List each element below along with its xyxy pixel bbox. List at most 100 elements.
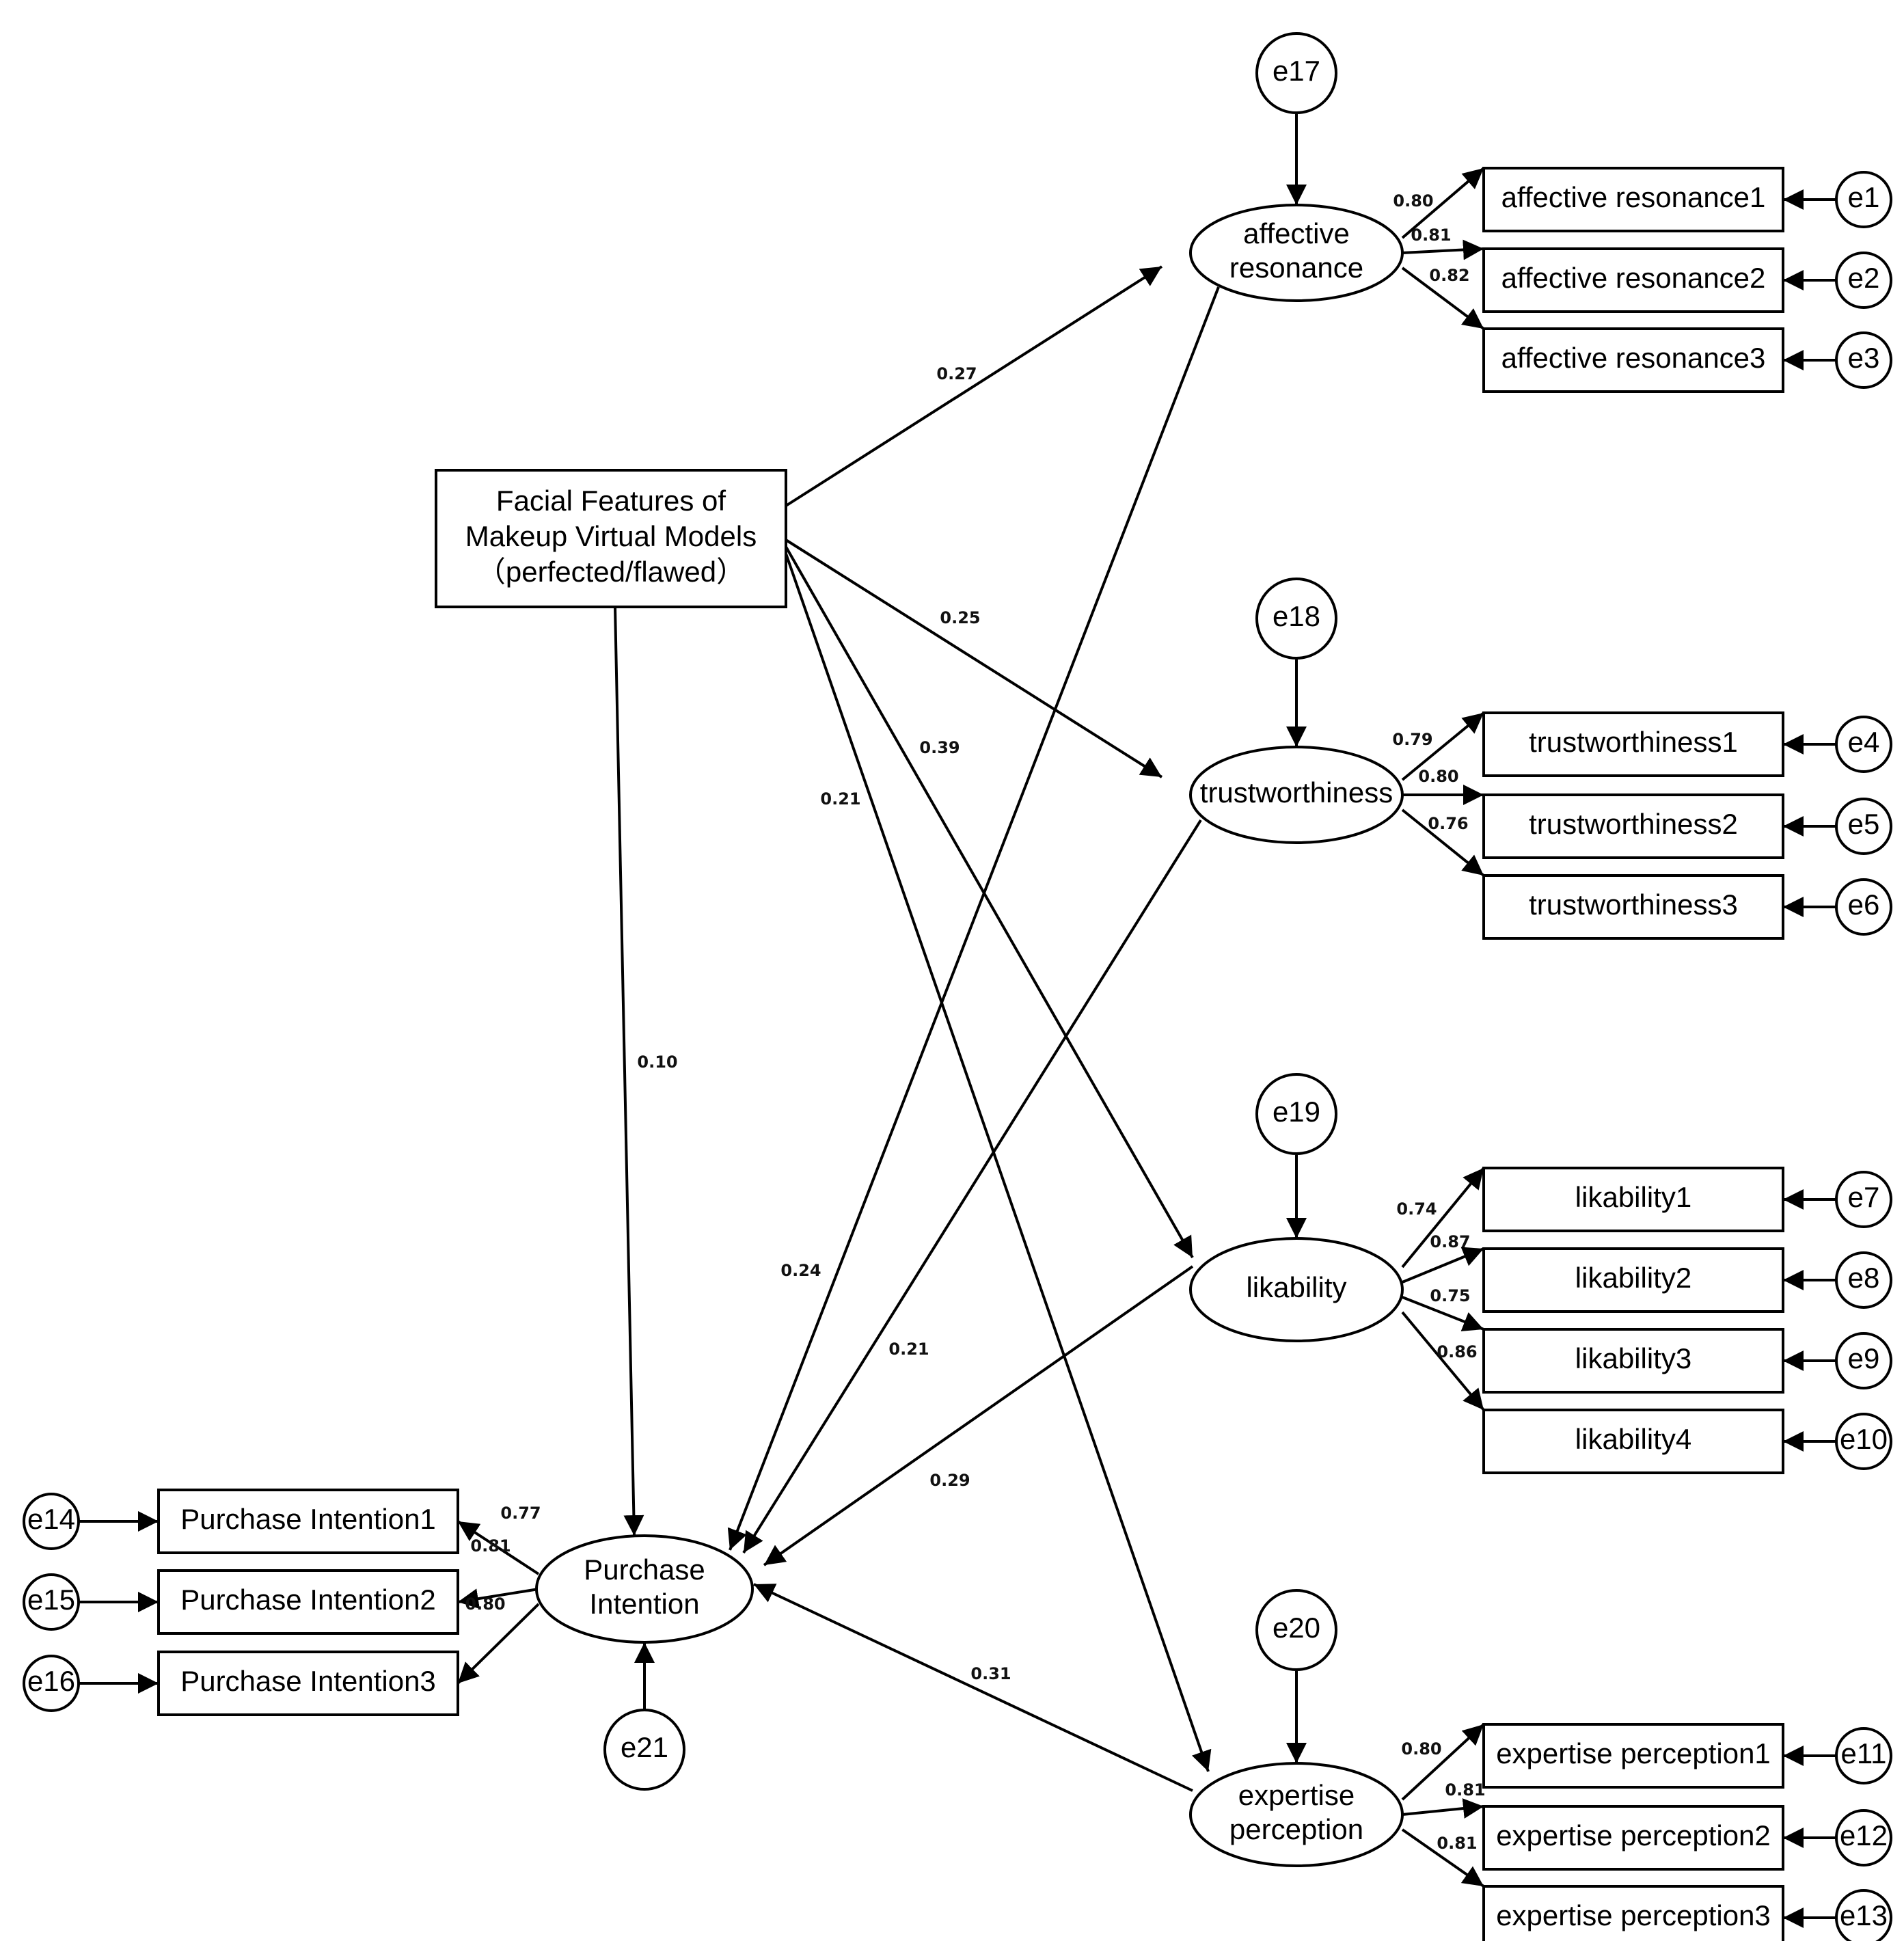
error-circle-e13-label: e13 [1840, 1899, 1888, 1931]
loading-purchase-2 [457, 1588, 539, 1610]
loading-label-affective-1: 0.80 [1393, 191, 1433, 211]
likability-latent-ellipse [1189, 1237, 1404, 1342]
trust-latent-label-line-1: trustworthiness [1200, 776, 1393, 809]
coef-facial-trust: 0.25 [940, 608, 980, 627]
error-circle-e6 [1835, 878, 1892, 936]
error-circle-e15 [23, 1573, 80, 1631]
loading-trust-3 [1401, 809, 1485, 877]
error-circle-e14 [23, 1493, 80, 1550]
error-circle-e7-label: e7 [1848, 1181, 1880, 1213]
likability-indicator-box-2 [1482, 1247, 1784, 1313]
purchase-indicator-label-2: Purchase Intention2 [180, 1584, 436, 1616]
purchase-latent-ellipse [535, 1534, 754, 1644]
residual-circle-e20 [1255, 1589, 1337, 1671]
error-circle-e3-label: e3 [1848, 342, 1880, 374]
expertise-indicator-box-3 [1482, 1885, 1784, 1941]
purchase-indicator-box-1 [157, 1489, 459, 1554]
error-circle-e9-label: e9 [1848, 1342, 1880, 1374]
likability-indicator-box-3 [1482, 1328, 1784, 1394]
likability-indicator-label-4: likability4 [1575, 1423, 1691, 1455]
error-circle-e5 [1835, 798, 1892, 855]
coef-facial-likability: 0.39 [919, 738, 960, 757]
error-circle-e2 [1835, 252, 1892, 309]
path-facial-expertise [785, 553, 1212, 1772]
error-circle-e1-label: e1 [1848, 181, 1880, 213]
residual-circle-e19-label: e19 [1273, 1096, 1320, 1128]
error-circle-e5-label: e5 [1848, 808, 1880, 840]
loading-label-trust-2: 0.80 [1418, 767, 1458, 786]
affective-indicator-label-2: affective resonance2 [1501, 262, 1766, 294]
path-trust-purchase [742, 819, 1202, 1554]
loading-label-affective-2: 0.81 [1411, 226, 1451, 245]
coef-likability-purchase: 0.29 [929, 1471, 970, 1490]
loading-purchase-1 [457, 1520, 540, 1575]
loading-label-purchase-2: 0.81 [470, 1536, 511, 1556]
coef-facial-purchase: 0.10 [637, 1053, 677, 1072]
error-circle-e11 [1835, 1727, 1892, 1784]
error-circle-e15-label: e15 [27, 1584, 75, 1616]
loading-likability-1 [1401, 1167, 1485, 1268]
affective-indicator-box-1 [1482, 167, 1784, 232]
purchase-indicator-label-3: Purchase Intention3 [180, 1665, 436, 1697]
path-facial-likability [785, 546, 1194, 1258]
residual-circle-e18 [1255, 578, 1337, 660]
expertise-latent-ellipse [1189, 1762, 1404, 1867]
loading-affective-1 [1401, 167, 1485, 239]
purchase-latent-label-line-1: Purchase [584, 1553, 705, 1586]
affective-latent-label-line-1: affective [1243, 217, 1350, 249]
likability-indicator-box-4 [1482, 1409, 1784, 1474]
error-circle-e13 [1835, 1889, 1892, 1941]
error-circle-e1 [1835, 171, 1892, 228]
affective-indicator-box-2 [1482, 247, 1784, 313]
error-circle-e7 [1835, 1171, 1892, 1228]
likability-indicator-label-1: likability1 [1575, 1181, 1691, 1213]
purchase-latent-label-line-2: Intention [589, 1588, 699, 1620]
path-affective-purchase [727, 286, 1220, 1551]
residual-circle-e18-label: e18 [1273, 600, 1320, 632]
facial-features-label-line-1: Facial Features of [496, 485, 726, 517]
trust-indicator-label-1: trustworthiness1 [1529, 726, 1738, 758]
expertise-indicator-label-2: expertise perception2 [1496, 1819, 1771, 1851]
trust-indicator-label-3: trustworthiness3 [1529, 888, 1738, 921]
residual-circle-e17-label: e17 [1273, 55, 1320, 87]
error-circle-e8-label: e8 [1848, 1262, 1880, 1294]
coef-facial-expertise: 0.21 [820, 789, 860, 809]
likability-indicator-label-2: likability2 [1575, 1262, 1691, 1294]
facial-features-box [435, 469, 787, 608]
purchase-indicator-box-2 [157, 1569, 459, 1635]
loading-expertise-2 [1402, 1798, 1484, 1819]
expertise-indicator-label-1: expertise perception1 [1496, 1737, 1771, 1769]
residual-circle-e20-label: e20 [1273, 1612, 1320, 1644]
error-circle-e14-label: e14 [27, 1503, 75, 1535]
coef-facial-affective: 0.27 [936, 364, 977, 383]
residual-circle-e21 [603, 1709, 685, 1791]
expertise-latent-label-line-2: perception [1229, 1813, 1363, 1845]
error-circle-e9 [1835, 1332, 1892, 1389]
error-circle-e6-label: e6 [1848, 888, 1880, 921]
expertise-indicator-box-1 [1482, 1723, 1784, 1789]
loading-label-expertise-1: 0.80 [1401, 1739, 1441, 1759]
affective-indicator-label-1: affective resonance1 [1501, 181, 1766, 213]
loading-label-trust-3: 0.76 [1428, 814, 1468, 833]
coefficients-layer: 0.270.250.390.210.100.240.210.290.310.80… [465, 191, 1485, 1853]
loading-label-likability-3: 0.75 [1430, 1286, 1470, 1305]
trust-indicator-box-1 [1482, 711, 1784, 777]
error-circle-e4 [1835, 716, 1892, 773]
affective-latent-ellipse [1189, 204, 1404, 302]
expertise-latent-label-line-1: expertise [1238, 1779, 1355, 1811]
trust-indicator-box-2 [1482, 793, 1784, 859]
coef-affective-purchase: 0.24 [780, 1261, 821, 1280]
path-likability-purchase [763, 1265, 1194, 1566]
error-circle-e4-label: e4 [1848, 726, 1880, 758]
error-circle-e2-label: e2 [1848, 262, 1880, 294]
error-circle-e3 [1835, 331, 1892, 389]
error-circle-e12 [1835, 1809, 1892, 1867]
likability-latent-label-line-1: likability [1246, 1271, 1346, 1303]
loading-expertise-1 [1401, 1723, 1485, 1801]
affective-indicator-label-3: affective resonance3 [1501, 342, 1766, 374]
loading-likability-2 [1402, 1247, 1484, 1284]
trust-indicator-label-2: trustworthiness2 [1529, 808, 1738, 840]
coef-expertise-purchase: 0.31 [970, 1664, 1011, 1683]
